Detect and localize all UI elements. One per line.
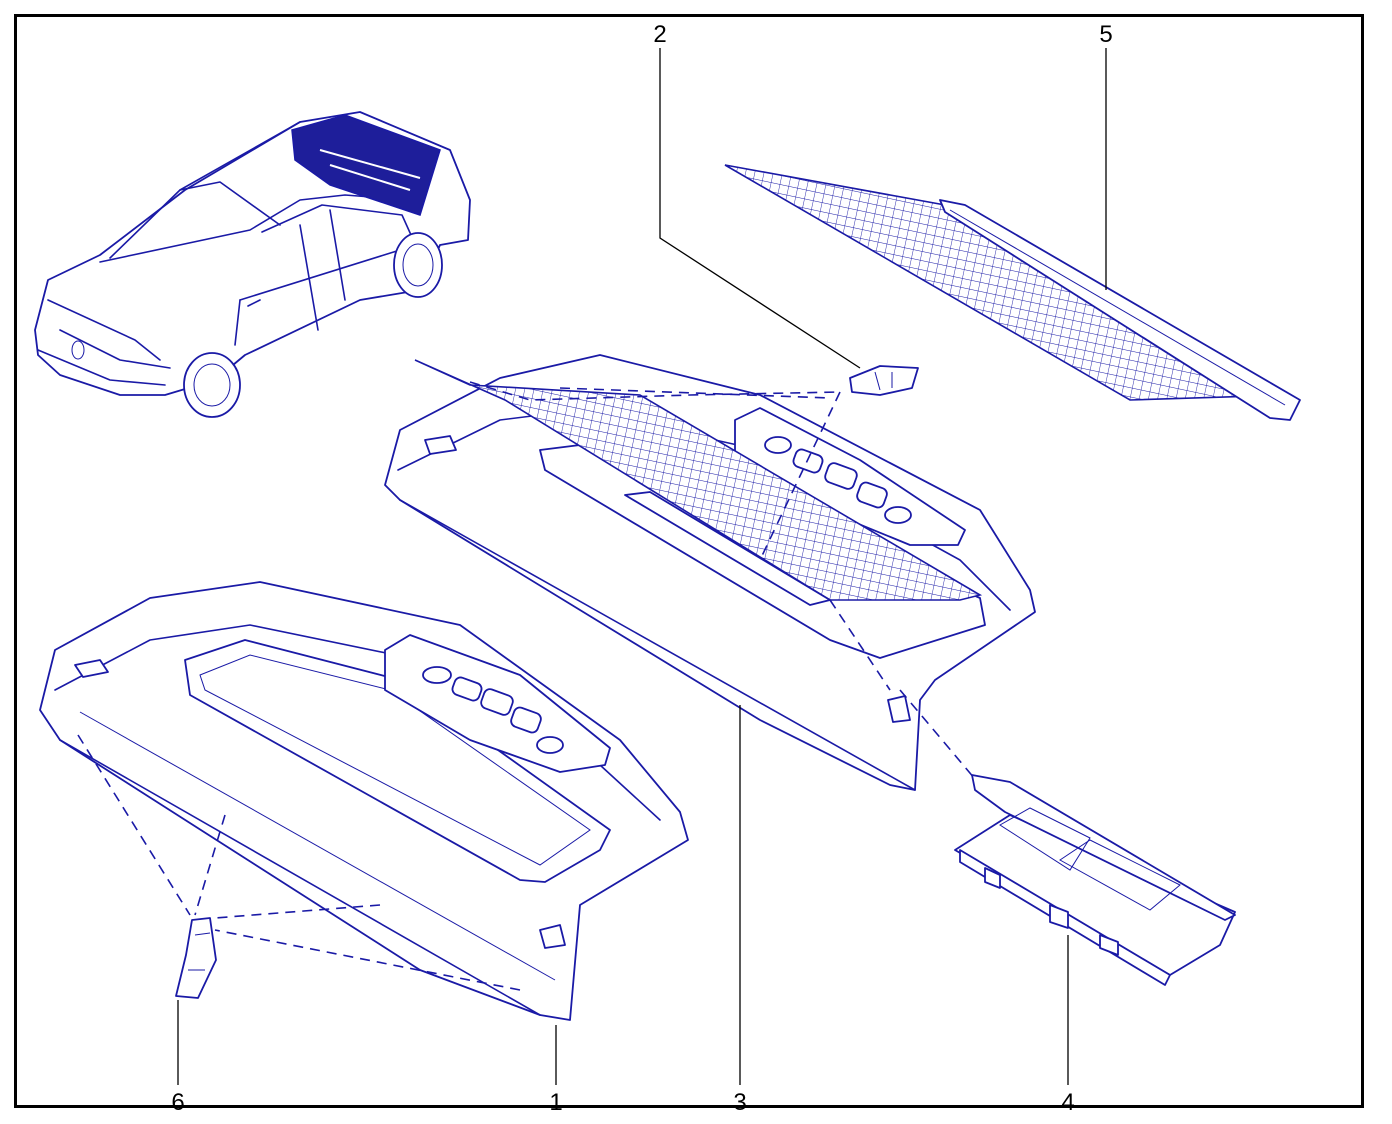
- part-6-strap: [175, 917, 217, 999]
- callout-5: 5: [1099, 21, 1112, 48]
- leader-lines: [177, 48, 1107, 1085]
- car-illustration: [34, 111, 471, 418]
- part-1-parcel-shelf: [39, 581, 689, 1021]
- part-5-luggage-net: [724, 164, 1301, 421]
- part-3-parcel-shelf-with-net: [384, 354, 1036, 791]
- callout-3: 3: [733, 1089, 746, 1116]
- part-2-clip: [849, 365, 919, 396]
- callout-2: 2: [653, 21, 666, 48]
- callout-4: 4: [1061, 1089, 1074, 1116]
- callout-1: 1: [549, 1089, 562, 1116]
- part-3-fixing-lines: [469, 381, 981, 786]
- part-4-storage-tray: [954, 774, 1236, 986]
- callout-6: 6: [171, 1089, 184, 1116]
- part-6-fixing-lines: [77, 734, 521, 991]
- leader-2: [659, 48, 861, 369]
